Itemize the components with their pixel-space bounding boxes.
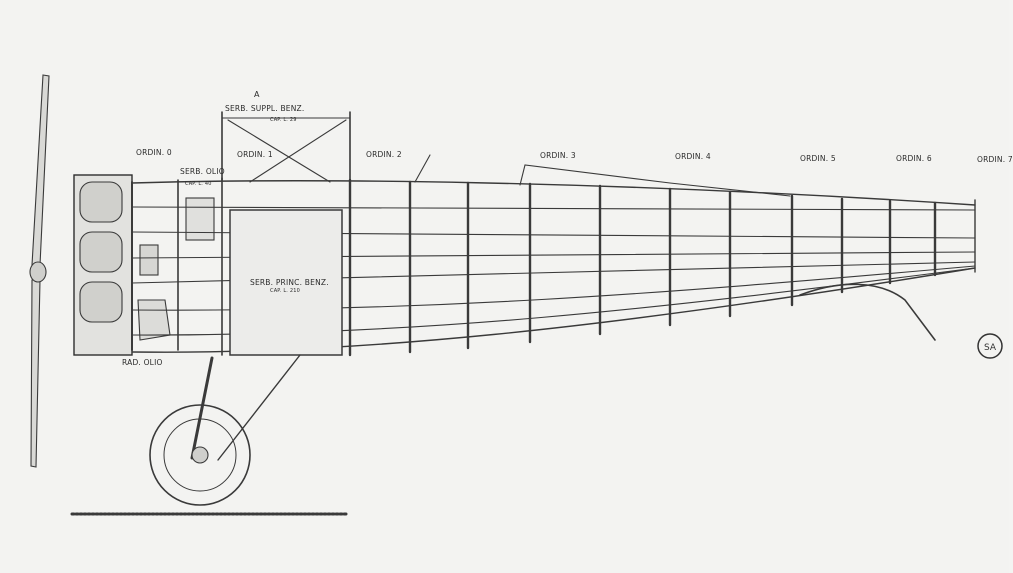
label-ordin-6: ORDIN. 6 xyxy=(896,154,932,163)
label-ordin-2: ORDIN. 2 xyxy=(366,150,402,159)
propeller xyxy=(29,74,50,468)
engine xyxy=(73,174,171,356)
label-ordin-1: ORDIN. 1 xyxy=(237,150,273,159)
label-serb-olio: SERB. OLIO xyxy=(180,167,225,176)
label-serb-princ-cap: CAP. L. 210 xyxy=(270,288,301,294)
oil-tank xyxy=(185,197,215,241)
label-marker-a: A xyxy=(254,90,260,99)
label-rad-olio: RAD. OLIO xyxy=(122,358,163,367)
label-serb-olio-cap: CAP. L. 40 xyxy=(185,181,212,187)
label-serb-suppl: SERB. SUPPL. BENZ. xyxy=(225,104,305,113)
label-ordin-7: ORDIN. 7 xyxy=(977,155,1013,164)
label-ordin-0: ORDIN. 0 xyxy=(136,148,172,157)
main-fuel-tank xyxy=(229,209,343,356)
stamp-logo-text: SA xyxy=(984,343,997,353)
stamp-logo: SA xyxy=(977,333,1003,359)
landing-gear xyxy=(149,354,301,506)
label-ordin-4: ORDIN. 4 xyxy=(675,152,711,161)
label-serb-suppl-cap: CAP. L. 29 xyxy=(270,117,297,123)
label-ordin-3: ORDIN. 3 xyxy=(540,151,576,160)
label-ordin-5: ORDIN. 5 xyxy=(800,154,836,163)
label-serb-princ: SERB. PRINC. BENZ. xyxy=(250,278,329,287)
